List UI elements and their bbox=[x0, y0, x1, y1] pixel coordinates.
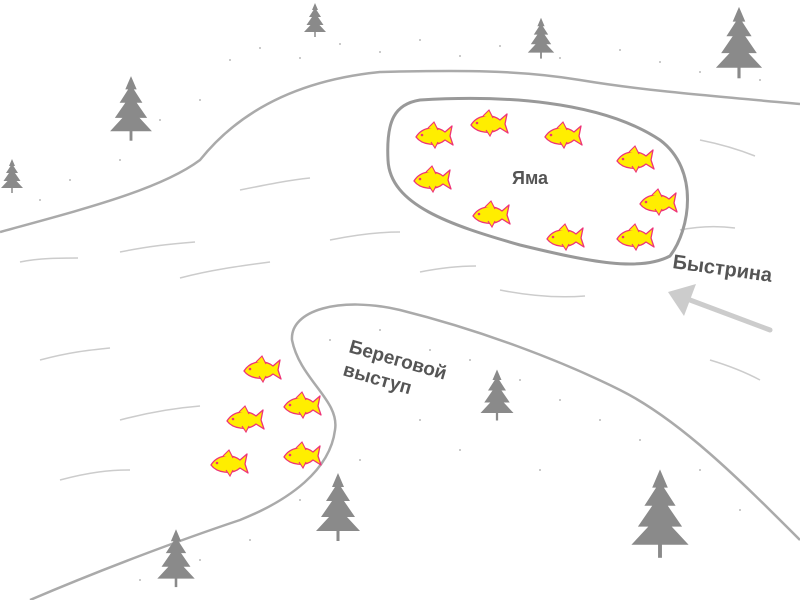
fish-icon bbox=[639, 188, 678, 216]
fish-icon bbox=[226, 405, 265, 433]
fish-icon bbox=[470, 109, 509, 137]
spruce-tree-icon bbox=[480, 369, 514, 421]
pit-label: Яма bbox=[512, 168, 549, 188]
flow-arrow-icon bbox=[668, 284, 773, 333]
fish-icon bbox=[616, 145, 655, 173]
fish-icon bbox=[283, 441, 322, 469]
ledge-fish-group bbox=[210, 355, 322, 477]
spruce-tree-icon bbox=[316, 473, 360, 541]
pit-outline bbox=[386, 96, 689, 266]
fish-icon bbox=[546, 223, 585, 251]
fish-icon bbox=[544, 121, 583, 149]
fish-icon bbox=[472, 200, 511, 228]
water-ripples bbox=[19, 139, 761, 481]
fish-icon bbox=[616, 223, 655, 251]
bank-texture bbox=[39, 39, 761, 581]
fish-icon bbox=[415, 121, 454, 149]
upper-bank bbox=[0, 0, 800, 232]
fish-icon bbox=[413, 165, 452, 193]
fish-icon bbox=[210, 449, 249, 477]
fish-icon bbox=[243, 355, 282, 383]
lower-bank-line bbox=[29, 303, 800, 600]
upper-bank-line bbox=[0, 69, 800, 234]
fish-icon bbox=[283, 391, 322, 419]
spruce-tree-icon bbox=[631, 469, 689, 558]
rapids-label: Быстрина bbox=[671, 251, 774, 287]
